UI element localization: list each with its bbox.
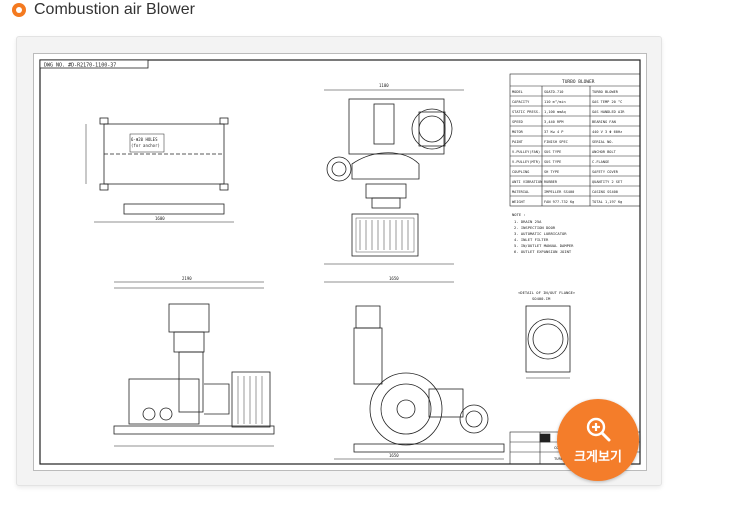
svg-text:V-PULLEY(MTR): V-PULLEY(MTR)	[512, 160, 540, 164]
doc-number: DWG NO. #D-R2170-1100-37	[44, 63, 116, 69]
drawing-svg: DWG NO. #D-R2170-1100-37 6-Φ20 HOLES (fo…	[39, 59, 641, 465]
svg-text:SUS TYPE: SUS TYPE	[544, 160, 561, 164]
svg-text:MATERIAL: MATERIAL	[512, 190, 529, 194]
svg-text:RUBBER: RUBBER	[544, 180, 558, 184]
drawing-card: DWG NO. #D-R2170-1100-37 6-Φ20 HOLES (fo…	[16, 36, 662, 486]
side-filter-hatch	[237, 376, 263, 424]
svg-text:1. DRAIN 25A: 1. DRAIN 25A	[514, 219, 542, 224]
spec-table	[509, 73, 641, 207]
svg-text:ANTI VIBRATION: ANTI VIBRATION	[512, 180, 542, 184]
svg-text:FAN 977.732 Kg: FAN 977.732 Kg	[544, 200, 574, 204]
svg-text:2190: 2190	[182, 276, 192, 281]
svg-text:37 Kw 4 P: 37 Kw 4 P	[544, 130, 563, 134]
svg-text:MODEL: MODEL	[512, 90, 523, 94]
svg-text:1650: 1650	[389, 453, 399, 458]
svg-text:1,100 mmAq: 1,100 mmAq	[544, 110, 566, 114]
drawing-notes: NOTE : 1. DRAIN 25A 2. INSPECTION DOOR 3…	[512, 212, 574, 254]
svg-text:CASING SS400: CASING SS400	[592, 190, 618, 194]
svg-text:STATIC PRESS.: STATIC PRESS.	[512, 110, 540, 114]
svg-text:SO400-IM: SO400-IM	[532, 296, 551, 301]
svg-text:FINISH SPEC: FINISH SPEC	[544, 140, 568, 144]
filter-hatch	[359, 220, 409, 250]
svg-text:C.FLANGE: C.FLANGE	[592, 160, 609, 164]
svg-text:NOTE :: NOTE :	[512, 212, 526, 217]
svg-text:SOATD-710: SOATD-710	[544, 90, 563, 94]
svg-text:SPEED: SPEED	[512, 120, 523, 124]
flange-title: <DETAIL OF IN/OUT FLANGE>	[518, 290, 576, 295]
svg-text:2. INSPECTION DOOR: 2. INSPECTION DOOR	[514, 225, 556, 230]
dim-label: 1600	[155, 216, 165, 221]
svg-text:6. OUTLET EXPANSION JOINT: 6. OUTLET EXPANSION JOINT	[514, 249, 572, 254]
svg-text:SERIAL NO.: SERIAL NO.	[592, 140, 614, 144]
svg-text:4. INLET FILTER: 4. INLET FILTER	[514, 237, 549, 242]
svg-text:3. AUTOMATIC LUBRICATOR: 3. AUTOMATIC LUBRICATOR	[514, 231, 567, 236]
section-title-text: Combustion air Blower	[34, 1, 195, 18]
svg-text:GAS TEMP 20 °C: GAS TEMP 20 °C	[592, 100, 622, 104]
svg-text:QUANTITY 2 SET: QUANTITY 2 SET	[592, 180, 623, 184]
svg-text:5. IN/OUTLET MANUAL DAMPER: 5. IN/OUTLET MANUAL DAMPER	[514, 243, 574, 248]
zoom-in-button[interactable]: 크게보기	[557, 399, 639, 481]
svg-text:TOTAL 1,197 Kg: TOTAL 1,197 Kg	[592, 200, 622, 204]
blower-end-view	[324, 281, 505, 460]
svg-text:IMPELLER SS400: IMPELLER SS400	[544, 190, 574, 194]
svg-text:SH TYPE: SH TYPE	[544, 170, 559, 174]
spec-rows: MODEL SOATD-710 TURBO BLOWER CAPACITY 110 m…	[512, 90, 625, 204]
svg-text:110 m³/min: 110 m³/min	[544, 100, 566, 104]
svg-text:440 V 3 Φ 60Hz: 440 V 3 Φ 60Hz	[592, 130, 622, 134]
technical-drawing[interactable]: DWG NO. #D-R2170-1100-37 6-Φ20 HOLES (fo…	[33, 53, 647, 471]
svg-text:BEARING FAN: BEARING FAN	[592, 120, 616, 124]
blower-front-view	[324, 89, 464, 265]
spec-title: TURBO BLOWER	[562, 79, 595, 85]
svg-text:TURBO BLOWER: TURBO BLOWER	[592, 90, 619, 94]
section-title: Combustion air Blower	[12, 0, 195, 20]
svg-text:(for anchor): (for anchor)	[131, 143, 160, 148]
svg-text:CAPACITY: CAPACITY	[512, 100, 530, 104]
orange-ring-bullet-icon	[12, 3, 26, 17]
svg-text:PAINT: PAINT	[512, 140, 524, 144]
svg-text:COUPLING: COUPLING	[512, 170, 529, 174]
svg-text:3,440 RPM: 3,440 RPM	[544, 120, 564, 124]
svg-text:MOTOR: MOTOR	[512, 130, 524, 134]
filter-box-view	[85, 117, 234, 223]
svg-text:1650: 1650	[389, 276, 399, 281]
flange-detail	[525, 305, 571, 379]
svg-text:WEIGHT: WEIGHT	[512, 200, 526, 204]
svg-text:SAFETY COVER: SAFETY COVER	[592, 170, 619, 174]
svg-text:ANCHOR BOLT: ANCHOR BOLT	[592, 150, 617, 154]
svg-text:SUS TYPE: SUS TYPE	[544, 150, 561, 154]
zoom-in-icon	[586, 417, 611, 441]
svg-text:GAS HANDLED AIR: GAS HANDLED AIR	[592, 110, 625, 114]
blower-side-view	[113, 281, 275, 447]
zoom-button-label: 크게보기	[574, 448, 622, 464]
svg-text:V-PULLEY(FAN): V-PULLEY(FAN)	[512, 150, 540, 154]
svg-text:6-Φ20 HOLES: 6-Φ20 HOLES	[131, 137, 158, 142]
svg-text:1100: 1100	[379, 83, 389, 88]
